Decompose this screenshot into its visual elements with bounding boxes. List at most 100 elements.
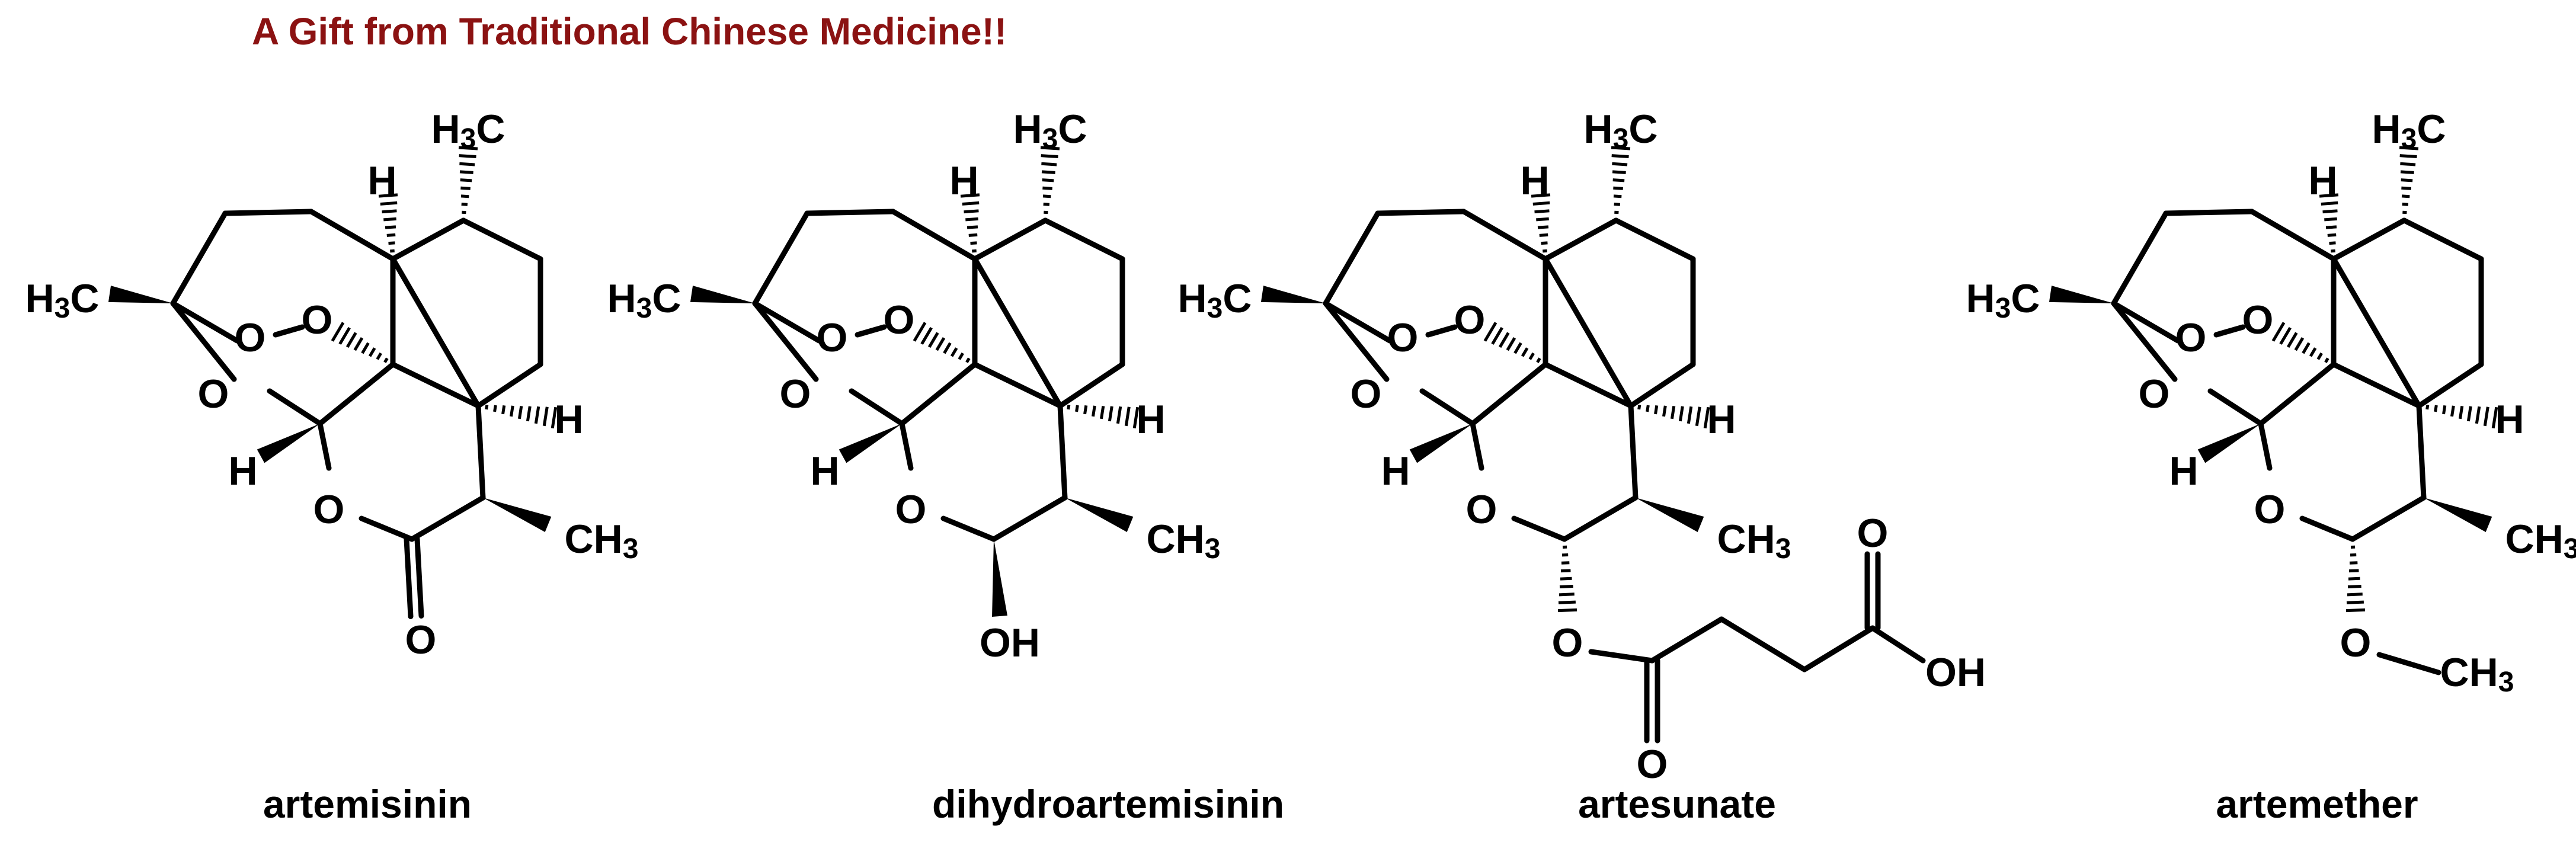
bond-line	[1801, 625, 1876, 672]
hash-bond	[935, 337, 946, 351]
hash-bond	[2279, 326, 2292, 345]
hash-bond	[2324, 357, 2329, 363]
hash-bond	[1646, 405, 1650, 412]
bond-line	[2207, 388, 2264, 427]
bond-line	[1042, 217, 1125, 262]
bond-line	[1649, 616, 1724, 664]
hash-bond	[960, 193, 980, 198]
bond-line	[273, 324, 305, 338]
bond-line	[1419, 388, 1476, 427]
hash-bond	[1558, 600, 1576, 604]
bond-line	[1057, 361, 1125, 409]
bond-line	[972, 217, 1048, 262]
hydrogen-label: H	[228, 449, 257, 494]
bond-line	[1375, 209, 1467, 216]
hash-bond	[353, 337, 364, 351]
hash-bond	[460, 178, 472, 182]
carbonyl-oxygen-label: O	[1857, 511, 1889, 556]
hash-bond	[383, 357, 389, 363]
methyl-label: CH3	[1147, 517, 1221, 565]
bond-line	[1470, 361, 1548, 427]
hash-bond	[1687, 406, 1693, 424]
oxygen-label: O	[895, 487, 927, 532]
oxygen-label: O	[2175, 315, 2207, 360]
bond-line	[475, 403, 486, 501]
bond-line	[2258, 421, 2273, 471]
hash-bond	[1041, 154, 1058, 158]
oxygen-label: O	[1454, 297, 1486, 342]
hash-bond	[967, 225, 978, 229]
bond-line	[804, 209, 896, 216]
hash-bond	[376, 352, 382, 360]
bond-line	[899, 361, 978, 427]
hash-bond	[2294, 337, 2305, 351]
oxygen-label: O	[235, 315, 266, 360]
hash-bond	[1703, 406, 1710, 429]
hash-bond	[391, 363, 395, 366]
hash-bond	[1536, 357, 1541, 363]
bond-line	[2163, 209, 2255, 216]
hash-bond	[1531, 193, 1551, 198]
bond-line	[1323, 300, 1390, 382]
hash-bond	[378, 193, 398, 198]
hash-bond	[2324, 217, 2337, 222]
hash-bond	[1532, 201, 1550, 206]
bond-line	[1719, 616, 1807, 672]
bond-line	[752, 300, 819, 382]
wedge-bond	[1260, 286, 1326, 303]
hash-bond	[962, 201, 980, 206]
bond-line	[1470, 421, 1484, 471]
hash-bond	[1043, 203, 1050, 206]
bond-line	[2258, 361, 2337, 427]
bond-line	[972, 361, 1063, 409]
hash-bond	[1116, 406, 1122, 424]
wedge-bond	[257, 424, 320, 463]
hash-bond	[1654, 405, 1659, 415]
hash-bond	[1612, 162, 1628, 166]
hash-bond	[2271, 322, 2286, 342]
bond-line	[1323, 210, 1381, 306]
bond-line	[1543, 256, 1634, 409]
bond-line	[409, 495, 486, 542]
bond-line	[1461, 209, 1548, 262]
bond-line	[1628, 361, 1696, 409]
hash-bond	[1521, 347, 1529, 357]
hash-bond	[2321, 201, 2338, 206]
hash-bond	[1067, 405, 1071, 410]
hydrogen-label: H	[2169, 449, 2198, 494]
oxygen-label: O	[780, 371, 811, 417]
bond-line	[2331, 256, 2422, 409]
hash-bond	[1506, 337, 1516, 351]
carbonyl-oxygen-label: O	[405, 617, 437, 662]
bond-line	[308, 209, 396, 262]
hash-bond	[501, 405, 506, 415]
bond-line	[2111, 300, 2181, 344]
methyl-label: CH3	[2440, 650, 2514, 698]
bond-line	[170, 300, 240, 344]
molecule-name: artemether	[2216, 782, 2418, 826]
bond-line	[2299, 515, 2356, 542]
bond-line	[390, 361, 481, 409]
bond-line	[170, 210, 228, 306]
hash-bond	[2325, 225, 2337, 229]
hash-bond	[1559, 592, 1575, 597]
hash-bond	[1541, 241, 1548, 245]
hash-bond	[2309, 347, 2317, 357]
hash-bond	[542, 406, 549, 427]
hydrogen-label: H	[949, 158, 978, 203]
hash-bond	[1132, 406, 1140, 429]
hash-bond	[1678, 406, 1684, 422]
oxygen-label: O	[1387, 315, 1419, 360]
bond-line	[1425, 324, 1458, 338]
bond-line	[1561, 495, 1639, 542]
bond-line	[1613, 217, 1696, 262]
hash-bond	[2331, 363, 2336, 366]
methyl-label: H3C	[25, 276, 100, 324]
methyl-label: H3C	[1584, 107, 1658, 155]
bond-line	[1543, 361, 1634, 409]
bond-line	[317, 361, 396, 427]
hash-bond	[1534, 209, 1550, 214]
